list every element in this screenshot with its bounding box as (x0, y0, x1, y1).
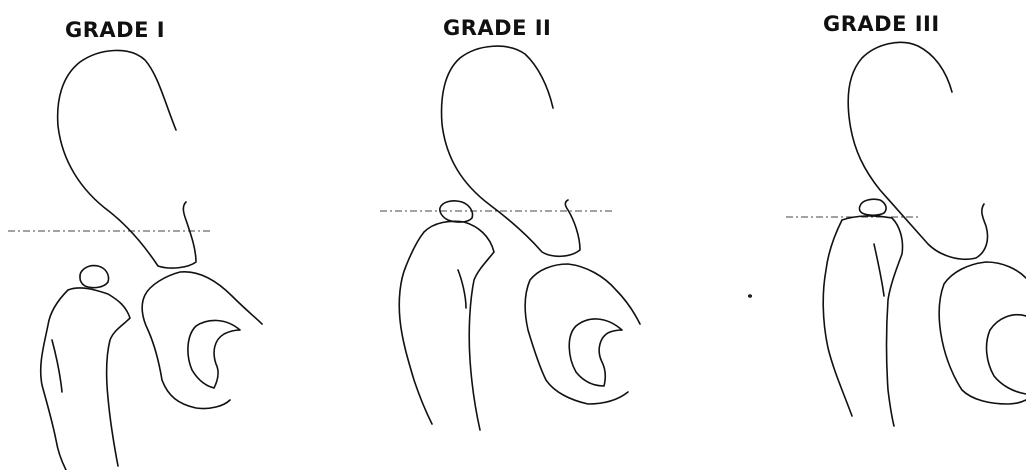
grade-3-femur-outline (823, 216, 902, 426)
grade-1-femur-inner-line (52, 340, 62, 392)
grade-2-obturator-outline (569, 319, 622, 386)
grade-1-ischium-outline (142, 272, 262, 409)
scan-speck (749, 295, 751, 297)
grade-3-obturator-outline (987, 315, 1026, 394)
grade-3-femur-inner-line (874, 244, 884, 296)
grade-1-drawing (8, 50, 262, 470)
grade-2-ischium-outline (525, 264, 640, 404)
grade-3-ischium-outline (939, 262, 1026, 404)
grade-2-femur-outline (399, 221, 494, 430)
grade-2-ilium-outline (442, 46, 580, 256)
grade-2-drawing (380, 46, 640, 430)
grade-3-drawing (786, 42, 1026, 426)
grade-3-ilium-outline (848, 42, 987, 259)
grade-1-ilium-outline (58, 50, 196, 268)
grade-3-epiphysis (859, 199, 886, 215)
grade-1-epiphysis (80, 266, 109, 288)
grade-1-obturator-outline (188, 320, 240, 388)
grade-2-femur-inner-line (458, 270, 466, 308)
grade-1-femur-outline (41, 288, 130, 470)
